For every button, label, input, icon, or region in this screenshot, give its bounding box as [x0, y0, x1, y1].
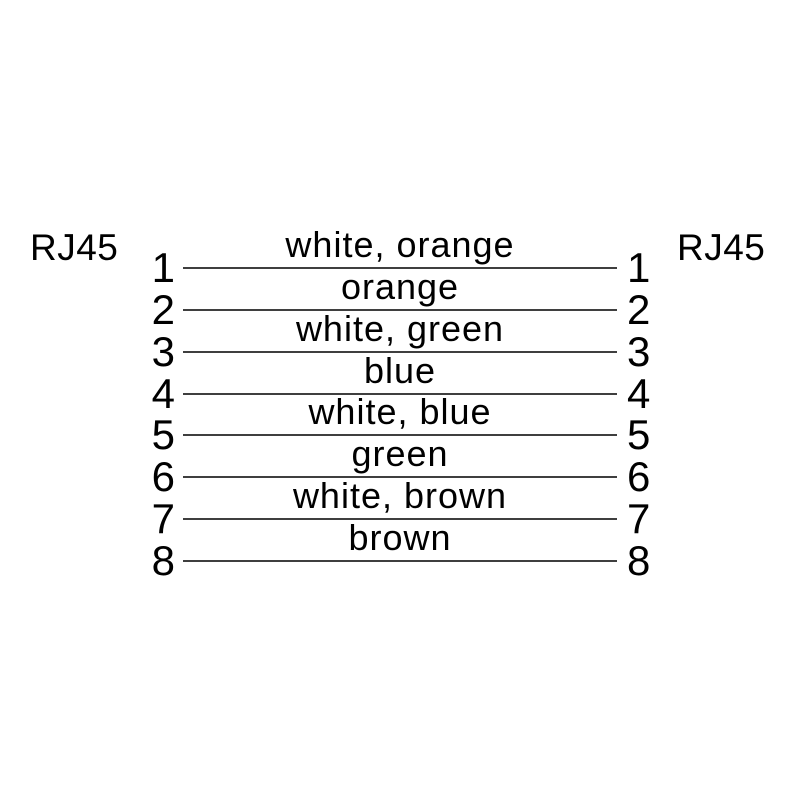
pin-number-right: 6: [627, 453, 651, 500]
pin-number-right: 5: [627, 411, 651, 458]
pin-number-right: 1: [627, 244, 651, 291]
pin-number-left: 7: [151, 495, 175, 542]
pin-number-right: 8: [627, 537, 651, 584]
wire-line: [183, 476, 617, 478]
wire-color-label: white, brown: [292, 475, 508, 516]
wire-line: [183, 434, 617, 436]
wire-color-label: white, orange: [285, 224, 515, 265]
wire-color-label: brown: [348, 517, 452, 558]
wire-line: [183, 351, 617, 353]
left-connector-label: RJ45: [30, 227, 119, 268]
pin-number-left: 2: [151, 286, 175, 333]
wire-line: [183, 393, 617, 395]
pin-number-right: 3: [627, 328, 651, 375]
wire-color-label: white, blue: [308, 391, 492, 432]
wire-color-label: green: [351, 433, 449, 474]
wire-line: [183, 267, 617, 269]
pin-number-left: 1: [151, 244, 175, 291]
pin-number-left: 4: [151, 370, 175, 417]
pin-number-left: 3: [151, 328, 175, 375]
pin-number-left: 6: [151, 453, 175, 500]
pin-number-right: 7: [627, 495, 651, 542]
wire-line: [183, 560, 617, 562]
wire-line: [183, 518, 617, 520]
wire-color-label: blue: [363, 350, 437, 391]
wire-color-label: white, green: [295, 308, 505, 349]
pin-number-left: 8: [151, 537, 175, 584]
wire-line: [183, 309, 617, 311]
right-connector-label: RJ45: [677, 227, 766, 268]
pin-number-right: 4: [627, 370, 651, 417]
pin-number-right: 2: [627, 286, 651, 333]
pin-number-left: 5: [151, 411, 175, 458]
wire-color-label: orange: [340, 266, 460, 307]
